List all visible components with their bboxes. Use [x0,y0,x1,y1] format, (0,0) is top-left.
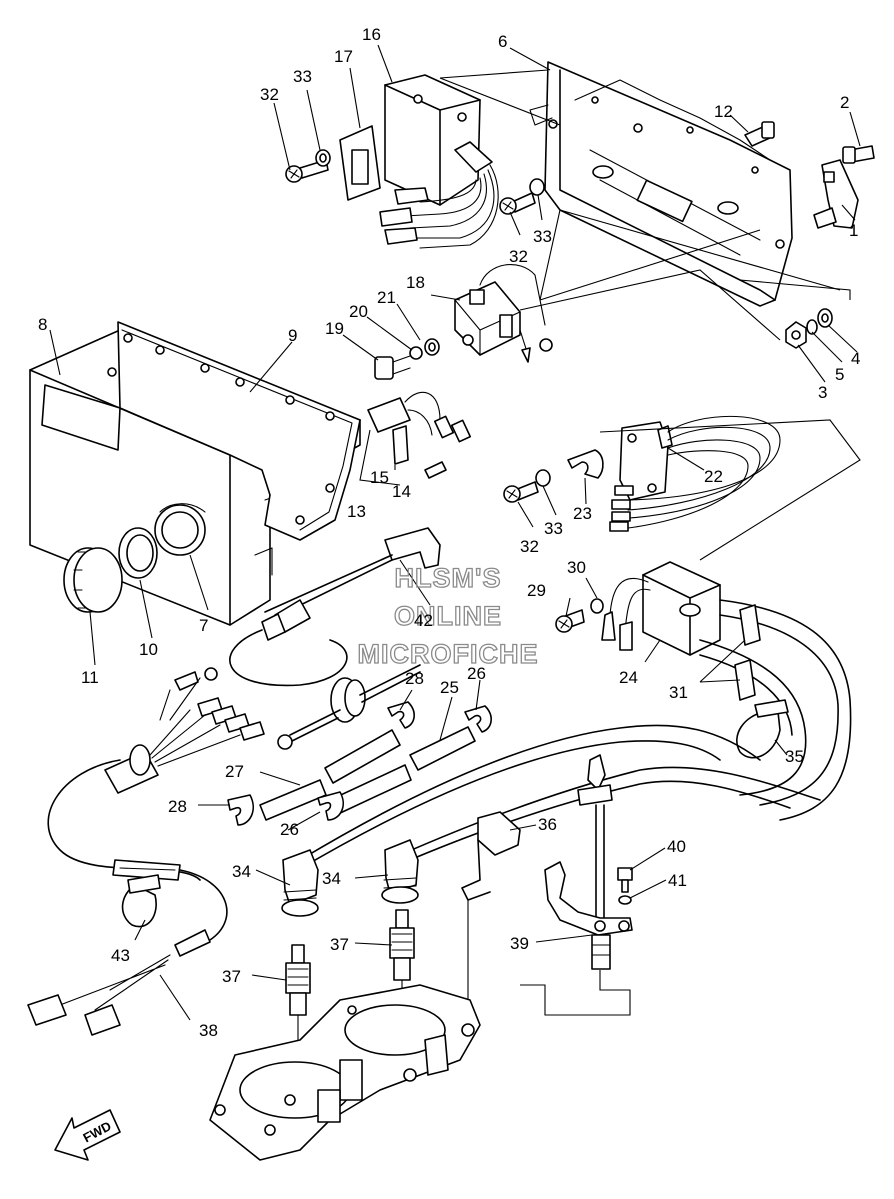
o-ring-10 [118,527,158,579]
cylinder-head [209,984,481,1161]
callout-39: 39 [510,934,529,953]
callout-35: 35 [785,747,804,766]
callout-33: 33 [293,67,312,86]
callout-34-right: 34 [322,869,341,888]
callout-15: 15 [370,468,389,487]
bolt-12 [744,121,775,147]
callout-9: 9 [288,326,297,345]
callout-32: 32 [260,85,279,104]
coil-plate-22 [503,415,781,532]
callout-28-left: 28 [168,797,187,816]
watermark-line-2: ONLINE [394,601,502,631]
connector-13 [359,391,472,486]
clamp-28-left [227,794,254,826]
nut-3 [785,321,807,349]
watermark: HLSM'S ONLINE MICROFICHE [357,562,539,669]
callout-4: 4 [851,349,860,368]
spark-plug-37-left [285,944,311,1071]
callout-27: 27 [225,762,244,781]
callout-37: 37 [330,935,349,954]
callout-43: 43 [111,946,130,965]
callout-33-mid: 33 [533,227,552,246]
callout-41: 41 [668,871,687,890]
callout-20: 20 [349,302,368,321]
callout-3: 3 [818,383,827,402]
clamp-26-left [317,791,344,821]
ignition-coil-24 [555,561,852,821]
callout-8: 8 [38,315,47,334]
callout-32-low: 32 [520,537,539,556]
callout-37-left: 37 [222,967,241,986]
tube-25 [324,726,476,784]
callout-22: 22 [704,467,723,486]
callout-28: 28 [405,669,424,688]
plug-cords [297,724,821,871]
callout-31: 31 [669,683,688,702]
wire-harness [27,667,265,1036]
callout-26-left: 26 [280,820,299,839]
callout-17: 17 [334,47,353,66]
callout-34: 34 [232,862,251,881]
watermark-line-3: MICROFICHE [358,639,539,669]
callout-32-mid: 32 [509,247,528,266]
cap-11 [63,547,123,613]
callout-14: 14 [392,482,411,501]
callout-30: 30 [567,558,586,577]
callout-21: 21 [377,288,396,307]
plug-cap-34-right [381,839,419,904]
callout-40: 40 [667,837,686,856]
clamp-43 [121,874,161,928]
bracket-1 [813,159,859,229]
callout-16: 16 [362,25,381,44]
clamp-28-top [387,701,415,729]
callout-6: 6 [498,32,507,51]
callout-13: 13 [347,502,366,521]
callout-1: 1 [849,221,858,240]
leader-lines [49,44,861,1021]
bolt-2 [842,145,875,164]
sensor-39 [544,754,633,970]
callout-23: 23 [573,504,592,523]
plug-cap-34-left [281,849,319,917]
callout-42: 42 [414,611,433,630]
callout-25: 25 [440,678,459,697]
callout-29: 29 [527,581,546,600]
callout-38: 38 [199,1021,218,1040]
gasket-9 [107,321,361,541]
callout-7: 7 [199,616,208,635]
callout-19: 19 [325,319,344,338]
bolt-32-mid [499,178,545,215]
callout-36: 36 [538,815,557,834]
bolt-32-top [285,149,331,183]
callout-11: 11 [81,668,99,687]
fwd-arrow-icon: FWD [54,1109,121,1161]
callout-12: 12 [714,102,733,121]
high-tension-cord-42 [229,527,441,687]
callout-2: 2 [840,93,849,112]
callout-10: 10 [139,640,158,659]
cdi-unit-16 [339,74,499,249]
spark-plug-37-right [389,909,415,1021]
watermark-line-1: HLSM'S [395,563,502,593]
electrical-box-6 [529,61,793,307]
callout-5: 5 [835,365,844,384]
grommet-wire [277,664,421,750]
callout-33-low: 33 [544,519,563,538]
rectifier-18 [374,264,553,380]
callout-24: 24 [619,668,638,687]
callout-26: 26 [467,664,486,683]
callout-numbers: 1 2 3 4 5 6 7 8 9 10 11 12 13 14 15 16 1… [38,25,860,1040]
bracket-36 [461,811,521,1026]
washer-5 [806,319,818,335]
clamp-35 [736,699,789,759]
clamp-26-top [464,705,492,733]
callout-18: 18 [406,273,425,292]
